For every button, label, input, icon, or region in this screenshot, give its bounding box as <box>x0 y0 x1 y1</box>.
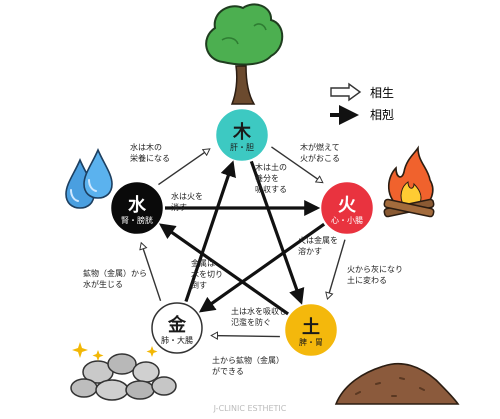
element-node-earth: 土脾・胃 <box>285 304 337 356</box>
element-node-water: 水腎・膀胱 <box>111 182 163 234</box>
metal-circle <box>151 302 203 354</box>
overcoming-note-fire-metal: 火は金属を溶かす <box>298 235 338 256</box>
overcoming-arrow-fire-metal <box>198 222 326 313</box>
generating-note-earth-metal: 土から鉱物（金属）ができる <box>212 355 284 376</box>
overcoming-note-water-fire: 水は火を消す <box>171 191 203 212</box>
wood-organs: 肝・胆 <box>230 143 254 152</box>
wood-circle <box>216 109 268 161</box>
water-drops-illustration <box>65 147 113 209</box>
generating-note-wood-fire: 木が燃えて火がおこる <box>300 142 340 163</box>
fire-illustration <box>383 145 435 218</box>
generating-arrows <box>141 146 346 337</box>
legend-generating-label: 相生 <box>370 86 394 100</box>
overcoming-note-earth-water: 土は水を吸収し氾濫を防ぐ <box>231 306 287 327</box>
overcoming-arrow-wood-earth <box>249 160 305 305</box>
metal-organs: 肺・大腸 <box>161 335 193 345</box>
overcoming-arrows <box>158 160 326 316</box>
generating-arrow-wood-fire <box>271 146 322 182</box>
water-glyph: 水 <box>128 194 147 216</box>
metal-glyph: 金 <box>167 314 187 336</box>
earth-circle <box>285 304 337 356</box>
wood-glyph: 木 <box>232 121 252 143</box>
water-organs: 腎・膀胱 <box>121 215 153 225</box>
element-node-fire: 火心・小腸 <box>321 182 373 234</box>
generating-arrow-water-wood <box>158 149 209 186</box>
fire-circle <box>321 182 373 234</box>
tree-illustration <box>205 3 284 105</box>
overcoming-arrow-earth-water <box>158 223 289 316</box>
earth-glyph: 土 <box>302 317 320 338</box>
watermark: J-CLINIC ESTHETIC <box>213 404 287 413</box>
generating-arrow-earth-metal <box>212 336 280 337</box>
generating-note-metal-water: 鉱物（金属）から水が生じる <box>83 268 147 289</box>
relation-notes: 水は木の栄養になる 木が燃えて火がおこる火から灰になり土に変わる土から鉱物（金属）… <box>83 142 403 376</box>
generating-arrow-hit-fire-earth <box>328 240 345 299</box>
element-node-metal: 金肺・大腸 <box>151 302 203 354</box>
earth-organs: 脾・胃 <box>299 337 323 347</box>
overcoming-note-wood-earth: 木は土の養分を吸収する <box>255 162 287 194</box>
generating-arrow-metal-water <box>141 243 162 302</box>
legend-generating: 相生 <box>330 82 394 102</box>
overcoming-note-metal-wood: 金属は木を切り倒す <box>191 258 223 290</box>
element-node-wood: 木肝・胆 <box>216 109 268 161</box>
generating-note-water-wood: 水は木の栄養になる <box>130 142 170 163</box>
overcoming-arrow-metal-wood <box>184 160 236 302</box>
legend-overcoming-label: 相剋 <box>370 108 394 122</box>
generating-note-fire-earth: 火から灰になり土に変わる <box>347 264 403 285</box>
fire-organs: 心・小腸 <box>331 216 363 225</box>
water-circle <box>111 182 163 234</box>
legend-overcoming: 相剋 <box>330 105 394 125</box>
generating-arrow-fire-earth <box>328 239 346 299</box>
soil-mound-illustration <box>334 362 460 405</box>
fire-glyph: 火 <box>338 195 357 216</box>
legend: 相生 相剋 <box>330 82 394 125</box>
rocks-illustration <box>70 330 177 401</box>
open-arrow-icon <box>330 82 362 102</box>
